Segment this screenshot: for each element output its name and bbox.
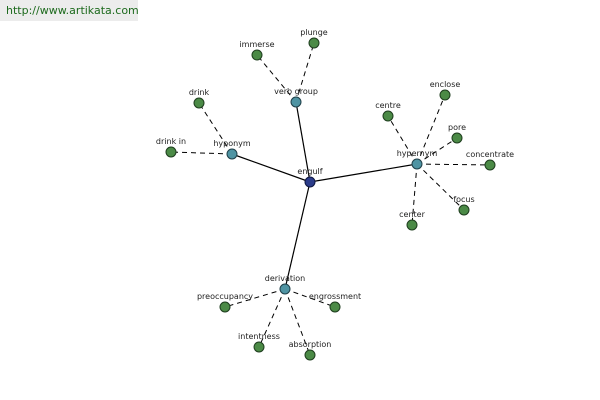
term-center-node[interactable]: center <box>399 210 426 231</box>
edge-verb-group-immerse <box>256 54 297 103</box>
edge-hypernym-concentrate <box>416 163 491 166</box>
term-focus-dot[interactable] <box>458 204 470 216</box>
term-engrossment-node[interactable]: engrossment <box>309 292 361 313</box>
term-concentrate-dot[interactable] <box>484 159 496 171</box>
relation-hypernym-dot[interactable] <box>411 158 423 170</box>
term-immerse-label[interactable]: immerse <box>239 40 274 49</box>
term-centre-dot[interactable] <box>382 110 394 122</box>
edge-hyponym-drink <box>198 102 233 155</box>
term-drink-node[interactable]: drink <box>189 88 210 109</box>
term-absorption-label[interactable]: absorption <box>289 340 332 349</box>
center-engulf-dot[interactable] <box>304 176 316 188</box>
term-preoccupancy-dot[interactable] <box>219 301 231 313</box>
term-intentness-dot[interactable] <box>253 341 265 353</box>
term-pore-label[interactable]: pore <box>448 123 466 132</box>
term-engrossment-label[interactable]: engrossment <box>309 292 361 301</box>
relation-hyponym-dot[interactable] <box>226 148 238 160</box>
edge-verb-group-plunge <box>295 42 315 103</box>
term-pore-dot[interactable] <box>451 132 463 144</box>
edge-derivation-preoccupancy <box>224 288 286 308</box>
term-plunge-dot[interactable] <box>308 37 320 49</box>
term-enclose-dot[interactable] <box>439 89 451 101</box>
term-plunge-node[interactable]: plunge <box>300 28 328 49</box>
relation-derivation-dot[interactable] <box>279 283 291 295</box>
term-drink-in-label[interactable]: drink in <box>156 137 186 146</box>
term-focus-label[interactable]: focus <box>453 195 474 204</box>
edge-derivation-intentness <box>258 288 286 348</box>
center-engulf-node[interactable]: engulf <box>297 167 323 188</box>
term-intentness-label[interactable]: intentness <box>238 332 280 341</box>
term-immerse-dot[interactable] <box>251 49 263 61</box>
edge-hypernym-pore <box>416 137 458 165</box>
term-pore-node[interactable]: pore <box>448 123 466 144</box>
relation-verb-group-label[interactable]: verb group <box>274 87 318 96</box>
term-preoccupancy-node[interactable]: preoccupancy <box>197 292 253 313</box>
term-drink-dot[interactable] <box>193 97 205 109</box>
relation-hyponym-label[interactable]: hyponym <box>213 139 251 148</box>
edge-hyponym <box>231 153 311 183</box>
term-centre-node[interactable]: centre <box>375 101 401 122</box>
term-drink-label[interactable]: drink <box>189 88 210 97</box>
term-center-dot[interactable] <box>406 219 418 231</box>
term-concentrate-node[interactable]: concentrate <box>466 150 514 171</box>
edge-hypernym-enclose <box>416 94 446 165</box>
term-enclose-node[interactable]: enclose <box>430 80 461 101</box>
relation-derivation-node[interactable]: derivation <box>265 274 305 295</box>
edge-hypernym <box>309 163 418 183</box>
term-centre-label[interactable]: centre <box>375 101 401 110</box>
term-immerse-node[interactable]: immerse <box>239 40 275 61</box>
relation-hypernym-node[interactable]: hypernym <box>397 149 438 170</box>
term-center-label[interactable]: center <box>399 210 425 219</box>
relation-hypernym-label[interactable]: hypernym <box>397 149 438 158</box>
edge-verb-group <box>295 101 311 183</box>
edge-hyponym-drink-in <box>170 151 233 155</box>
term-concentrate-label[interactable]: concentrate <box>466 150 514 159</box>
term-drink-in-node[interactable]: drink in <box>156 137 186 158</box>
center-engulf-label[interactable]: engulf <box>297 167 322 176</box>
term-preoccupancy-label[interactable]: preoccupancy <box>197 292 253 301</box>
term-absorption-dot[interactable] <box>304 349 316 361</box>
term-focus-node[interactable]: focus <box>453 195 475 216</box>
term-enclose-label[interactable]: enclose <box>430 80 461 89</box>
edge-hypernym-centre <box>387 115 418 165</box>
url-banner[interactable]: http://www.artikata.com <box>0 0 139 21</box>
relation-verb-group-node[interactable]: verb group <box>274 87 318 108</box>
relation-verb-group-dot[interactable] <box>290 96 302 108</box>
edge-derivation-absorption <box>284 288 311 356</box>
term-absorption-node[interactable]: absorption <box>289 340 332 361</box>
term-intentness-node[interactable]: intentness <box>238 332 280 353</box>
term-drink-in-dot[interactable] <box>165 146 177 158</box>
edge-derivation <box>284 181 311 290</box>
edge-hypernym-center <box>411 163 418 226</box>
relation-derivation-label[interactable]: derivation <box>265 274 305 283</box>
edge-hypernym-focus <box>416 163 465 211</box>
term-plunge-label[interactable]: plunge <box>300 28 328 37</box>
term-engrossment-dot[interactable] <box>329 301 341 313</box>
relation-hyponym-node[interactable]: hyponym <box>213 139 251 160</box>
